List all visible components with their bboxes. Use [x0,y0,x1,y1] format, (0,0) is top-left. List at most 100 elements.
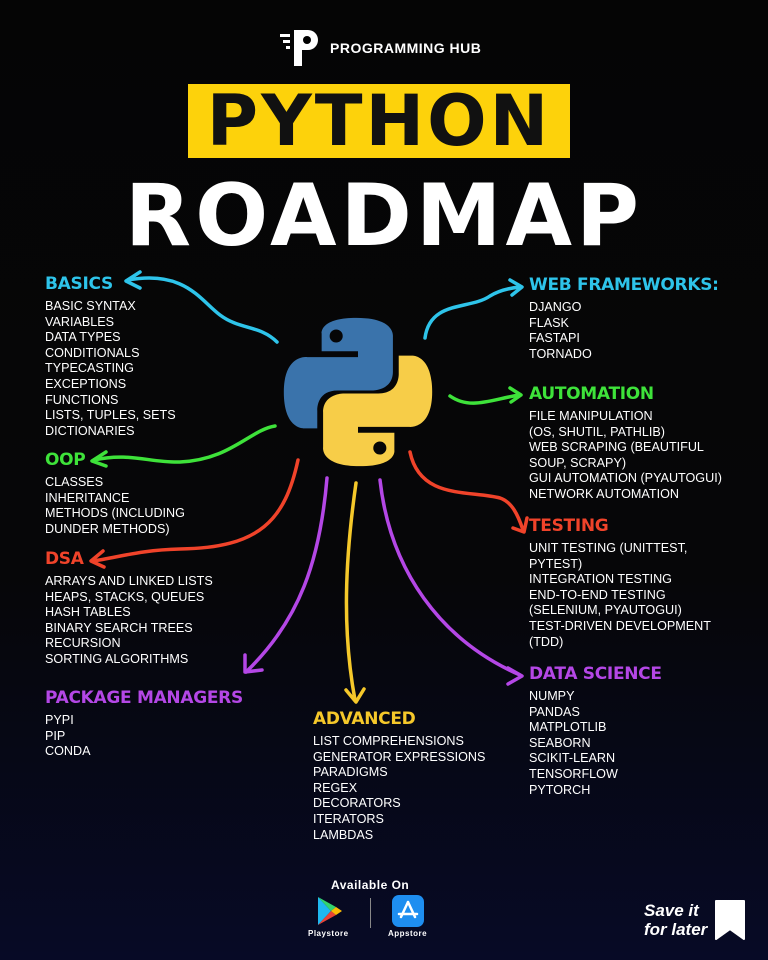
section-heading: DSA [45,549,84,569]
topic-item: SEABORN [529,735,591,750]
section-heading: ADVANCED [313,709,416,729]
topic-item: FASTAPI [529,331,580,346]
topic-item: PYPI [45,713,74,727]
topic-list: FILE MANIPULATION(OS, SHUTIL, PATHLIB)WE… [529,409,722,503]
arrow-basics [124,270,279,344]
topic-item: (TDD) [529,634,564,649]
topic-item: DATA TYPES [45,330,121,345]
topic-item: FUNCTIONS [45,392,119,407]
topic-item: SOUP, SCRAPY) [529,455,627,470]
playstore-icon [318,897,343,925]
topic-item: NUMPY [529,689,575,703]
topic-item: VARIABLES [45,314,115,329]
topic-item: DUNDER METHODS) [45,521,170,536]
section-heading: DATA SCIENCE [529,664,662,684]
topic-item: DICTIONARIES [45,423,135,438]
topic-item: TENSORFLOW [529,766,618,781]
arrow-dsa [89,458,300,569]
topic-item: (OS, SHUTIL, PATHLIB) [529,424,665,439]
appstore-icon [391,895,424,927]
topic-item: TEST-DRIVEN DEVELOPMENT [529,618,711,633]
store-divider [370,898,371,928]
arrow-auto [448,386,523,405]
topic-item: EXCEPTIONS [45,376,127,391]
topic-item: GENERATOR EXPRESSIONS [313,749,486,764]
topic-item: LIST COMPREHENSIONS [313,734,464,748]
appstore-link[interactable]: Appstore [388,895,427,938]
topic-item: CONDITIONALS [45,345,140,360]
appstore-label: Appstore [388,929,428,938]
topic-item: GUI AUTOMATION (PYAUTOGUI) [529,471,722,486]
topic-item: HASH TABLES [45,605,131,620]
section-testing: TESTING UNIT TESTING (UNITTEST,PYTEST)INT… [529,516,711,650]
section-heading: PACKAGE MANAGERS [45,688,243,708]
save-line-2: for later [644,920,708,939]
topic-item: RECURSION [45,636,121,651]
topic-item: PYTEST) [529,556,583,571]
arrow-test [408,450,529,534]
brand-name: PROGRAMMING HUB [330,40,482,56]
topic-item: PYTORCH [529,782,591,797]
section-heading: WEB FRAMEWORKS: [529,275,719,295]
topic-item: DECORATORS [313,796,401,811]
topic-item: PANDAS [529,704,580,719]
playstore-link[interactable]: Playstore [308,895,349,938]
topic-item: HEAPS, STACKS, QUEUES [45,589,205,604]
topic-item: INHERITANCE [45,490,130,505]
topic-item: DJANGO [529,300,582,314]
available-on-label: Available On [331,878,410,892]
topic-item: CLASSES [45,475,104,489]
arrow-web [423,278,524,340]
section-heading: OOP [45,450,86,470]
python-logo-icon [283,317,433,467]
section-automation: AUTOMATION FILE MANIPULATION(OS, SHUTIL, … [529,384,722,503]
topic-item: END-TO-END TESTING [529,587,666,602]
topic-item: BASIC SYNTAX [45,299,136,313]
bookmark-icon[interactable] [714,899,746,941]
topic-item: REGEX [313,780,358,795]
topic-item: PIP [45,728,66,743]
arrow-oop [90,424,277,468]
arrow-ds [378,478,524,686]
topic-item: SORTING ALGORITHMS [45,651,189,666]
topic-item: TYPECASTING [45,361,134,376]
topic-item: WEB SCRAPING (BEAUTIFUL [529,440,704,455]
topic-item: LISTS, TUPLES, SETS [45,408,176,423]
topic-item: LAMBDAS [313,827,374,842]
title-banner: PYTHON [188,80,570,162]
topic-item: METHODS (INCLUDING [45,506,185,521]
topic-item: FLASK [529,315,569,330]
topic-item: NETWORK AUTOMATION [529,486,679,501]
topic-item: ARRAYS AND LINKED LISTS [45,574,213,588]
section-heading: AUTOMATION [529,384,654,404]
topic-item: UNIT TESTING (UNITTEST, [529,541,688,555]
title-python: PYTHON [206,80,552,162]
brand: PROGRAMMING HUB [278,28,481,68]
section-heading: TESTING [529,516,609,536]
playstore-label: Playstore [308,929,349,938]
topic-item: CONDA [45,744,91,759]
topic-item: TORNADO [529,346,592,361]
topic-item: MATPLOTLIB [529,720,607,735]
arrow-adv [344,481,366,704]
topic-item: BINARY SEARCH TREES [45,620,193,635]
topic-item: PARADIGMS [313,765,388,780]
section-heading: BASICS [45,274,113,294]
topic-item: INTEGRATION TESTING [529,572,672,587]
